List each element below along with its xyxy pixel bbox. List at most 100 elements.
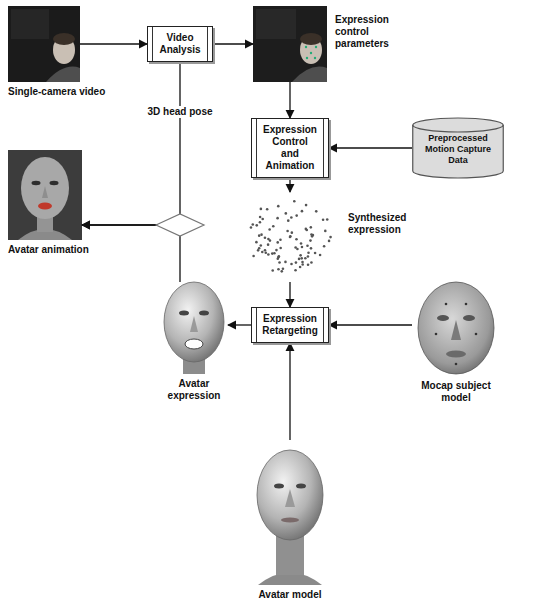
marker-dot (267, 253, 270, 256)
marker-dot (301, 210, 304, 213)
marker-dot (259, 244, 262, 247)
connector-arrow (329, 147, 412, 148)
marker-dot (310, 247, 313, 250)
marker-dot (284, 261, 287, 264)
marker-dot (323, 245, 326, 248)
image-node: Synthesized expression (240, 192, 340, 282)
marker-dot (276, 241, 279, 244)
connector-arrow (289, 282, 290, 307)
marker-dot (300, 257, 303, 260)
database-cylinder: Preprocessed Motion Capture Data (412, 118, 504, 178)
marker-dot (294, 246, 297, 249)
marker-dot (295, 214, 298, 217)
caption: Avatar expression (156, 378, 232, 402)
marker-dot (289, 235, 292, 238)
marker-dot (261, 251, 264, 254)
marker-dot (310, 261, 313, 264)
marker-dot (255, 224, 258, 227)
process-box: Expression Retargeting (251, 307, 329, 343)
connector-arrow (289, 178, 290, 192)
marker-dot (310, 226, 313, 229)
marker-dot (305, 204, 308, 207)
marker-dot (300, 242, 303, 245)
image-node: Avatar model (255, 440, 325, 585)
connector-arrow (213, 43, 253, 44)
caption: Expression control parameters (335, 14, 401, 50)
marker-dot (328, 240, 331, 243)
box-label: Preprocessed Motion Capture Data (418, 133, 498, 166)
marker-dot (315, 210, 318, 213)
marker-dot (268, 228, 271, 231)
box-label: Expression Control and Animation (262, 124, 318, 172)
marker-dot (264, 251, 267, 254)
marker-dot (267, 238, 270, 241)
marker-dot (276, 217, 279, 220)
mocap-subject-head (418, 282, 494, 374)
cylinder-rim (413, 125, 504, 132)
marker-dot (294, 269, 297, 272)
box-label: Expression Retargeting (262, 313, 318, 337)
marker-dot (260, 233, 263, 236)
marker-dot (289, 236, 292, 239)
caption: Single-camera video (8, 86, 118, 98)
marker-dot (272, 225, 275, 228)
marker-dot (264, 236, 267, 239)
marker-dot (252, 255, 255, 258)
connector-arrow (80, 43, 147, 44)
marker-dot (307, 264, 310, 267)
process-box: Expression Control and Animation (251, 118, 329, 178)
marker-dot (299, 266, 302, 269)
marker-dot (277, 268, 280, 271)
marker-dot (301, 261, 304, 264)
image-node: Single-camera video (8, 6, 80, 82)
marker-dot (277, 205, 280, 208)
connector-arrow (289, 82, 290, 118)
marker-dot (255, 241, 258, 244)
marker-dot (264, 249, 267, 252)
caption: Mocap subject model (408, 380, 504, 404)
avatar-expression-head (164, 282, 224, 374)
marker-dot (304, 257, 307, 260)
marker-dot (307, 255, 310, 258)
avatar-model-head (257, 450, 323, 585)
image-node: Expression control parameters (253, 6, 327, 82)
marker-dot (301, 246, 304, 249)
marker-dot (314, 252, 317, 255)
marker-dot (293, 200, 296, 203)
tracked-video-frame (253, 6, 327, 82)
marker-dot (279, 247, 282, 250)
marker-dot (322, 219, 325, 222)
marker-dot (310, 233, 313, 236)
marker-dot (301, 263, 304, 266)
marker-dot (259, 216, 262, 219)
image-node: Avatar expression (160, 282, 228, 374)
image-node: Avatar animation (8, 150, 82, 240)
caption: Synthesized expression (348, 212, 422, 236)
marker-dot (271, 269, 274, 272)
image-node: Mocap subject model (412, 280, 500, 376)
marker-point-cloud (250, 200, 332, 273)
marker-dot (285, 212, 288, 215)
marker-dot (298, 258, 301, 261)
marker-dot (282, 267, 285, 270)
avatar-animation-frame (8, 150, 82, 240)
marker-dot (290, 263, 293, 266)
marker-dot (307, 251, 310, 254)
marker-dot (267, 243, 270, 246)
merge-diamond (156, 214, 204, 236)
marker-dot (290, 216, 293, 219)
marker-dot (260, 208, 263, 211)
marker-dot (275, 249, 278, 252)
marker-dot (286, 230, 289, 233)
marker-dot (305, 229, 308, 232)
cylinder-body (413, 118, 504, 178)
marker-dot (279, 238, 282, 241)
marker-dot (309, 239, 312, 242)
edge-label: 3D head pose (145, 106, 214, 118)
marker-dot (291, 231, 294, 234)
marker-dot (250, 226, 253, 229)
marker-dot (287, 219, 290, 222)
marker-dot (257, 249, 260, 252)
